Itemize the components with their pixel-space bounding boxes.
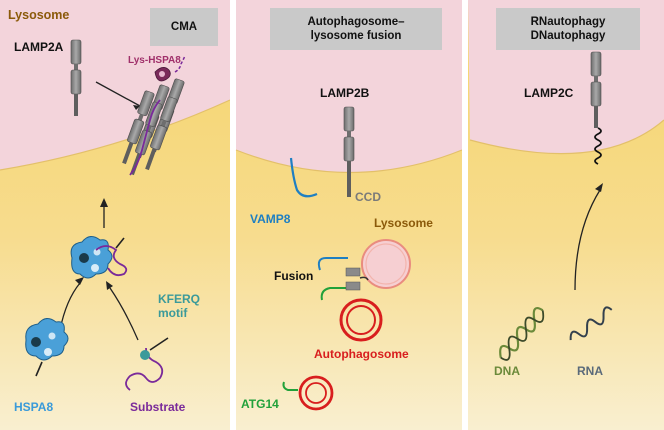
lamp2a-label: LAMP2A [14,40,64,54]
oligomerization-arrow [95,81,141,107]
substrate-protein [125,337,169,391]
dna-label: DNA [494,364,520,378]
vamp8-protein [289,157,318,198]
fusion-title: Autophagosome– lysosome fusion [270,8,442,50]
autophagosome-label: Autophagosome [314,347,409,361]
arrow-substrate [109,287,139,341]
autophagosome [339,298,383,342]
kferq-label-line2: motif [158,306,188,320]
lys-hspa8-label: Lys-HSPA8 [128,55,181,66]
kferq-label-line1: KFERQ [158,292,200,306]
hspa8-protein [25,318,69,377]
atg14-label: ATG14 [241,397,279,411]
substrate-label: Substrate [130,400,186,414]
fusion-complex [317,257,369,301]
vamp8-label: VAMP8 [250,212,291,226]
fusion-label: Fusion [274,269,314,283]
ccd-label: CCD [355,190,381,204]
translocating-substrate [129,99,161,176]
atg14-autophagosome [282,375,334,411]
lysosome-label: Lysosome [8,8,70,22]
lysosome-vesicle [361,239,411,289]
lamp2c-label: LAMP2C [524,86,574,100]
divider-1 [230,0,236,430]
rna-label: RNA [577,364,603,378]
rna-title-line2: DNautophagy [530,30,606,42]
fusion-title-line1: Autophagosome– [307,16,405,28]
rna-title-line1: RNautophagy [530,16,606,28]
lys-hspa8-protein [154,67,171,82]
lamp2c-cytosolic-tail [594,127,602,165]
hspa8-label: HSPA8 [14,400,54,414]
divider-2 [462,0,468,430]
hspa8-substrate-complex [70,236,128,279]
fusion-title-line2: lysosome fusion [310,30,402,42]
panel-cma [0,0,231,430]
rna-dna-title: RNautophagy DNautophagy [496,8,640,50]
lysosome-vesicle-label: Lysosome [374,216,433,230]
rna-strand [569,306,613,341]
cma-title: CMA [150,8,218,46]
arrow-to-lamp2c [574,189,601,291]
lamp2b-label: LAMP2B [320,86,370,100]
dna-strand [499,307,545,361]
